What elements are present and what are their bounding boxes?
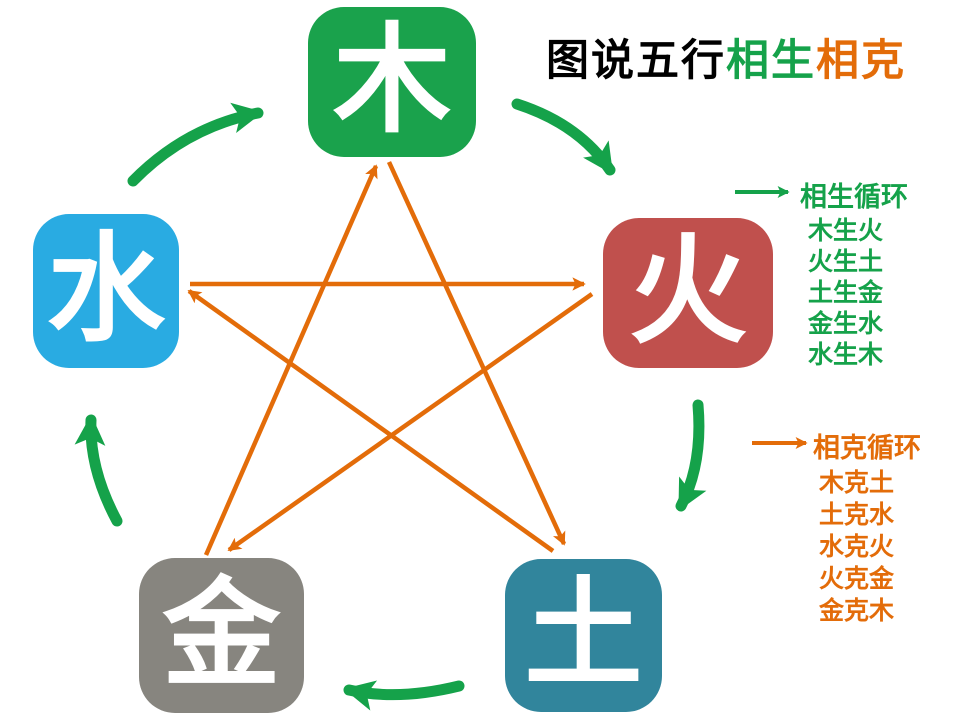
ke-arrow-wood-earth	[386, 161, 567, 546]
sheng-legend-item: 木生火	[808, 218, 884, 245]
sheng-arrow-metal-water	[74, 414, 123, 527]
ke-cycle-arrows	[187, 161, 808, 556]
sheng-arrow-water-wood	[127, 102, 264, 187]
title-black-part: 图说五行	[546, 38, 726, 85]
element-box-earth: 土	[505, 559, 662, 712]
sheng-legend-item: 土生金	[808, 280, 884, 307]
sheng-legend-item: 火生土	[808, 249, 884, 276]
ke-arrow-fire-metal	[227, 292, 594, 552]
sheng-legend-item: 金生水	[808, 311, 884, 338]
sheng-cycle-arrows	[74, 98, 790, 711]
ke-legend-item: 土克水	[819, 502, 895, 529]
ke-legend-item: 木克土	[819, 470, 895, 497]
element-box-wood: 木	[308, 7, 476, 157]
sheng-legend-item: 水生木	[808, 342, 884, 369]
page-title: 图说五行相生相克	[546, 26, 906, 88]
ke-arrow-metal-wood	[203, 164, 379, 556]
element-char-wood: 木	[332, 16, 451, 147]
title-ke-part: 相克	[816, 38, 906, 85]
ke-legend-item: 金克木	[819, 598, 895, 625]
title-sheng-part: 相生	[726, 38, 816, 85]
sheng-arrow-earth-metal	[343, 680, 465, 711]
ke-legend-item: 火克金	[819, 566, 895, 593]
ke-legend-item: 水克火	[819, 534, 895, 561]
sheng-legend-list: 木生火 火生土 土生金 金生水 水生木	[808, 216, 883, 371]
element-char-metal: 金	[162, 569, 281, 701]
element-box-metal: 金	[139, 558, 304, 713]
element-char-fire: 火	[628, 227, 747, 358]
ke-arrow-earth-water	[187, 289, 555, 553]
element-box-water: 水	[33, 214, 179, 368]
sheng-arrow-wood-fire	[511, 98, 616, 176]
element-box-fire: 火	[603, 218, 773, 368]
element-char-water: 水	[46, 225, 165, 356]
sheng-legend-title: 相生循环	[800, 182, 908, 212]
sheng-arrow-fire-earth	[675, 399, 707, 512]
ke-legend-list: 木克土 土克水 水克火 火克金 金克木	[819, 468, 894, 628]
element-char-earth: 土	[524, 569, 643, 701]
ke-legend-title: 相克循环	[813, 433, 921, 463]
